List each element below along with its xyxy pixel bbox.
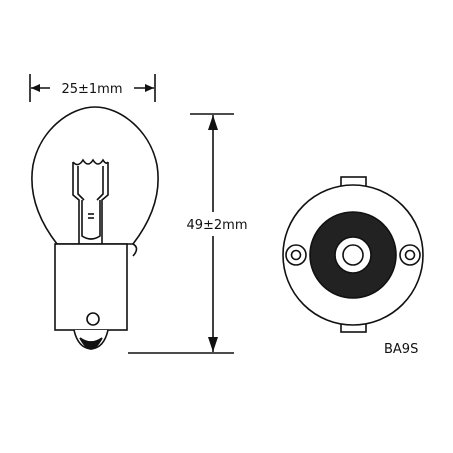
filament-support-left [72,162,80,244]
base-pin-left-inner [290,249,302,261]
solder-contact [79,337,103,350]
base-bottom-view [282,176,424,333]
filament-support-inner-right [96,166,104,201]
filament-support-inner-left [77,166,85,201]
bayonet-pin-right [132,243,138,257]
glass-envelope [31,106,159,245]
bulb-side-view [31,106,159,350]
width-dimension [29,74,156,102]
base-center-contact-inner [342,244,364,266]
width-arrow-right [145,84,154,92]
width-dimension-label: 25±1mm [61,82,122,97]
bayonet-pin-hole [86,312,100,326]
height-dimension [128,113,234,354]
bulb-base-cap [54,243,128,331]
height-arrow-bottom [208,337,218,352]
filament-support-right [101,162,109,244]
base-pin-right-inner [404,249,416,261]
width-arrow-left [31,84,40,92]
filament-coil [72,158,109,166]
glass-stem [81,200,101,240]
height-arrow-top [208,115,218,130]
base-type-label: BA9S [384,342,418,357]
height-dimension-label: 49±2mm [186,218,247,233]
